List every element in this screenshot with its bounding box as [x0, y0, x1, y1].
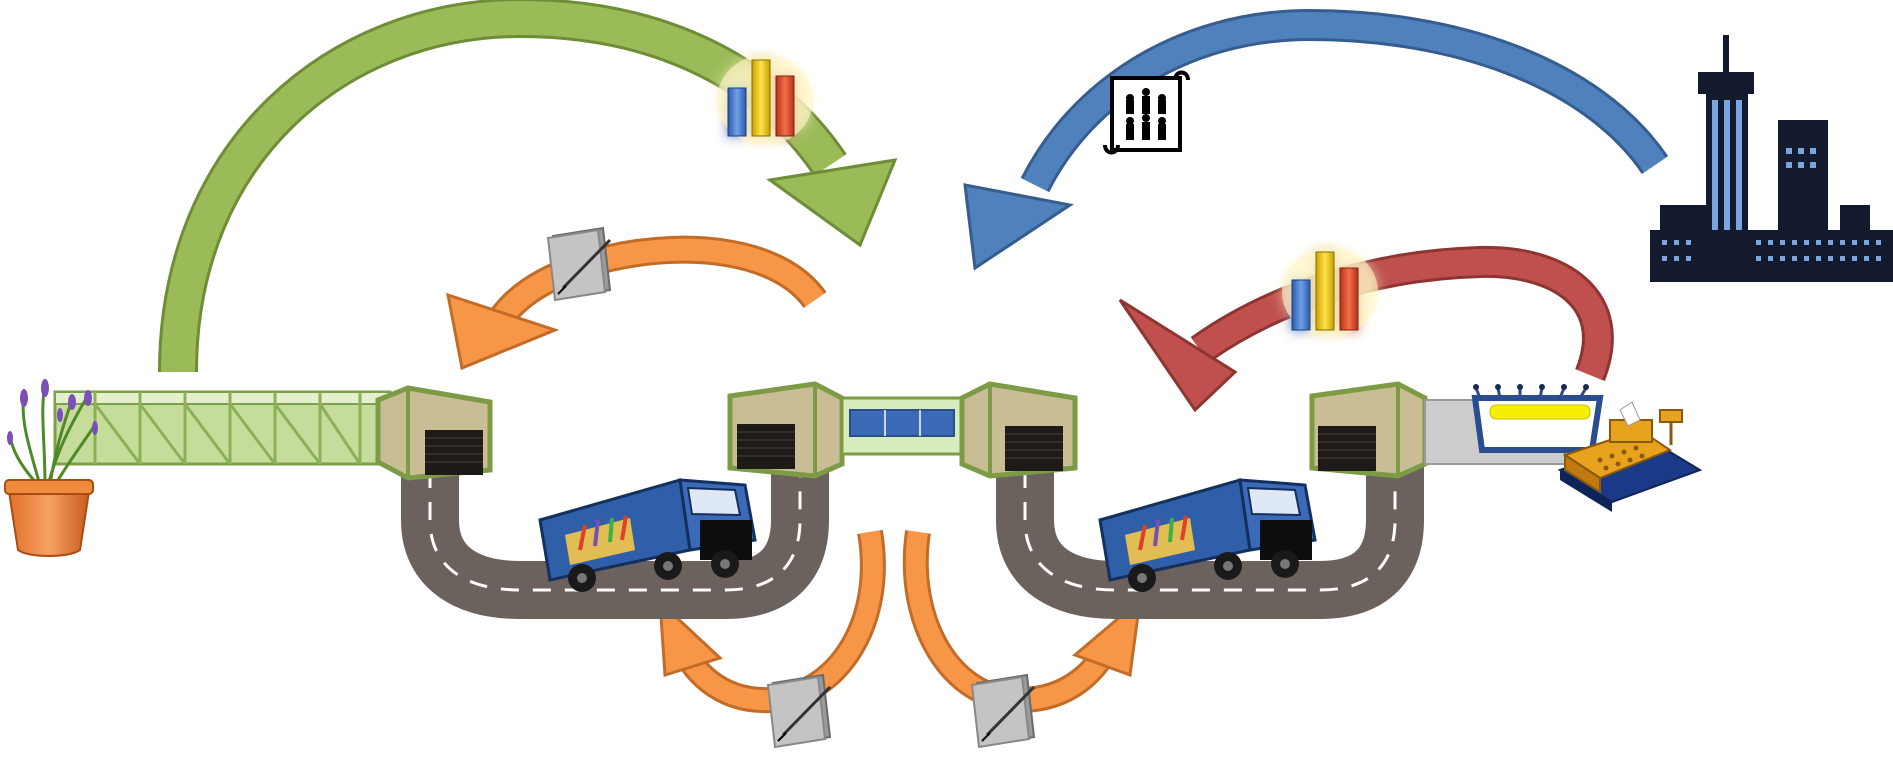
- document-pen-icon: [766, 673, 832, 749]
- central-connector-icon: [840, 396, 964, 456]
- road-right: [996, 460, 1424, 619]
- red-flow-arrow: [1118, 245, 1614, 413]
- greenhouse-icon: [53, 390, 392, 466]
- road-left: [401, 460, 829, 619]
- warehouse-icon: [375, 385, 493, 481]
- warehouse-icon: [727, 381, 845, 479]
- bar-chart-icon: [717, 55, 813, 145]
- strategy-chess-icon: [1103, 70, 1190, 155]
- blue-flow-arrow: [963, 8, 1669, 271]
- delivery-truck-icon: [538, 478, 757, 592]
- store-icon: [1424, 384, 1604, 465]
- delivery-truck-icon: [1098, 478, 1317, 592]
- bar-chart-icon: [1282, 247, 1378, 337]
- warehouse-icon: [959, 381, 1078, 479]
- cash-register-icon: [1557, 401, 1703, 512]
- warehouse-icon: [1309, 381, 1428, 479]
- document-pen-icon: [546, 226, 612, 302]
- office-building-icon: [1650, 35, 1893, 282]
- potted-plant-icon: [4, 379, 98, 557]
- orange-flow-arrow-left: [446, 235, 827, 371]
- document-pen-icon: [970, 673, 1036, 749]
